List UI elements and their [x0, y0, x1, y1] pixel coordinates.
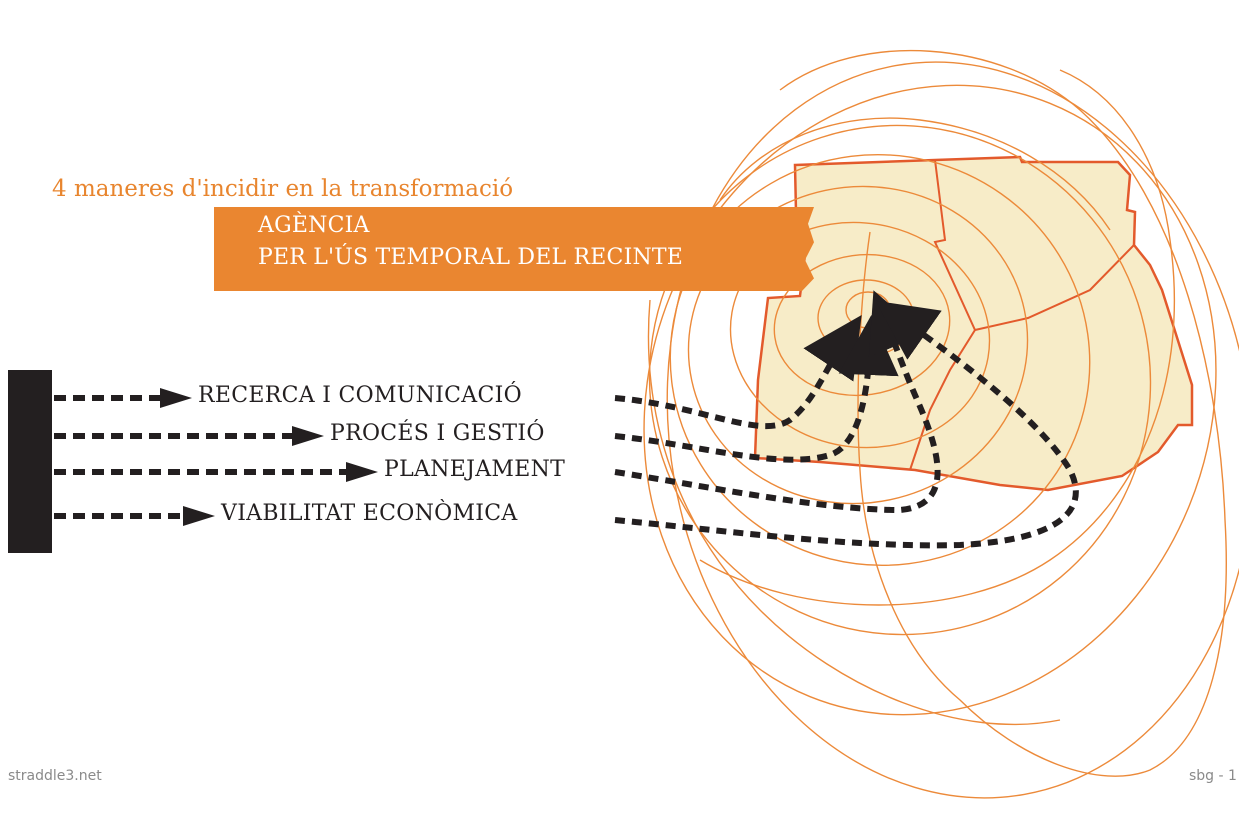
contour-ring: [687, 185, 1029, 505]
item-proces: PROCÉS I GESTIÓ: [330, 421, 545, 446]
agency-title-line-2: PER L'ÚS TEMPORAL DEL RECINTE: [258, 245, 684, 270]
flow-arrows: [614, 290, 1079, 549]
source-bar: [8, 370, 52, 553]
contour-ring: [648, 124, 1152, 636]
parcel-divider-1: [933, 159, 976, 331]
contour-spiral: [699, 69, 1176, 606]
flow-arrow-proces: [614, 315, 899, 463]
entry-arrows: [54, 395, 346, 519]
contour-spiral: [647, 299, 1061, 726]
entry-triangles: [160, 388, 378, 526]
parcel-divider-3: [909, 329, 976, 471]
triangle-icon: [183, 506, 215, 526]
item-recerca: RECERCA I COMUNICACIÓ: [198, 383, 522, 408]
parcel-divider-2: [974, 244, 1135, 331]
triangle-icon: [160, 388, 192, 408]
footer-page: sbg - 1: [1189, 768, 1237, 784]
flow-arrow-planejament: [614, 290, 941, 514]
triangle-icon: [346, 462, 378, 482]
contour-ring: [773, 253, 951, 397]
flow-arrow-recerca: [614, 315, 862, 430]
triangle-icon: [292, 426, 324, 446]
contour-ring: [643, 84, 1217, 716]
agency-banner: [214, 207, 814, 291]
contour-ring: [729, 221, 991, 449]
footer-site: straddle3.net: [8, 768, 102, 784]
item-planejament: PLANEJAMENT: [384, 457, 566, 482]
agency-title-line-1: AGÈNCIA: [258, 213, 370, 238]
flow-arrow-viabilitat: [614, 300, 1079, 549]
item-viabilitat: VIABILITAT ECONÒMICA: [221, 501, 518, 526]
contour-spiral: [779, 49, 1227, 777]
page-heading: 4 maneres d'incidir en la transformació: [52, 176, 514, 202]
contour-spiral: [719, 117, 1111, 231]
